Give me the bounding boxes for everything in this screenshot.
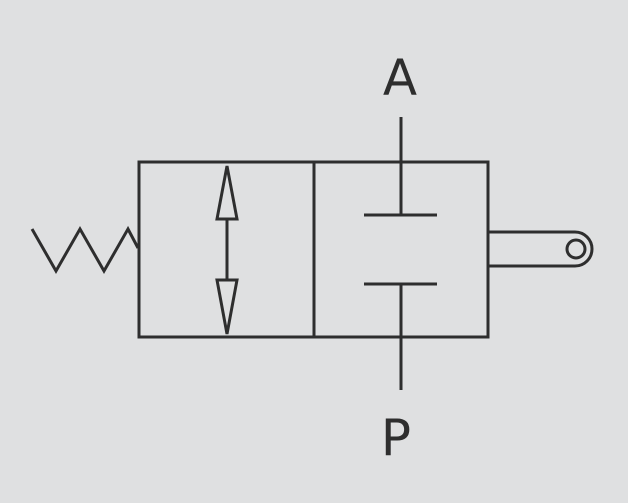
port-label-p: P (381, 409, 411, 467)
spring-icon (30, 225, 140, 275)
port-label-a: A (383, 49, 417, 107)
flow-arrow-up-icon (215, 165, 239, 221)
flow-arrow-down-icon (215, 278, 239, 335)
roller-wheel-icon (565, 238, 587, 260)
roller-actuator-icon (488, 230, 594, 268)
